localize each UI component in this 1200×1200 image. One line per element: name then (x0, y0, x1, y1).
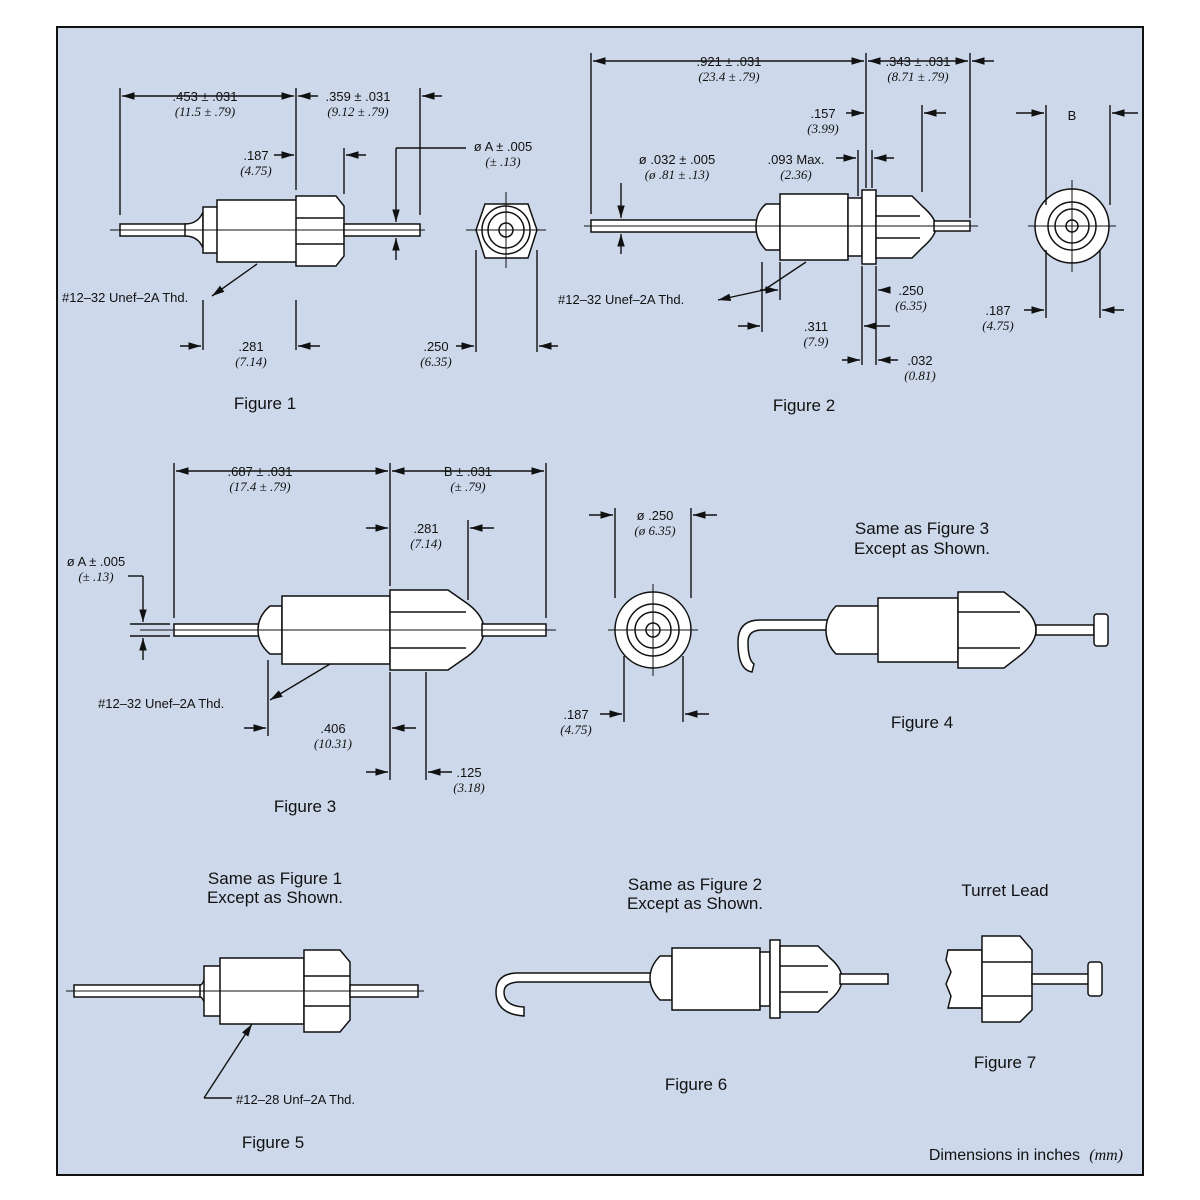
fig2-dim-157-mm: (3.99) (807, 121, 838, 136)
fig3-dim-687: .687 ± .031 (228, 464, 293, 479)
fig2-end-view (1028, 180, 1116, 272)
fig7-threads-stub (945, 949, 983, 1009)
figure-6: Same as Figure 2 Except as Shown. Figure… (495, 875, 889, 1094)
fig3-dim-b-mm: (± .79) (450, 479, 485, 494)
fig2-dim-b: B (1068, 108, 1077, 123)
fig2-dim-187: .187 (985, 303, 1010, 318)
fig4-shoulder (825, 605, 881, 655)
fig7-caption: Figure 7 (974, 1053, 1036, 1072)
fig4-note-line1: Same as Figure 3 (855, 519, 989, 538)
fig2-flange (861, 189, 877, 265)
fig1-threads (216, 199, 298, 263)
fig4-note-line2: Except as Shown. (854, 539, 990, 558)
fig3-dim-a: ø A ± .005 (67, 554, 125, 569)
fig6-shoulder (649, 955, 673, 1001)
fig5-thread-label: #12–28 Unf–2A Thd. (236, 1092, 355, 1107)
fig5-note-line2: Except as Shown. (207, 888, 343, 907)
fig5-note-line1: Same as Figure 1 (208, 869, 342, 888)
fig1-dim-187-mm: (4.75) (240, 163, 271, 178)
fig6-threads (671, 947, 761, 1011)
fig1-dim-187: .187 (243, 148, 268, 163)
fig3-dim-187-mm: (4.75) (560, 722, 591, 737)
fig6-note-line2: Except as Shown. (627, 894, 763, 913)
figure-7: Turret Lead Figure 7 (945, 881, 1103, 1072)
figure-2: .921 ± .031 (23.4 ± .79) .343 ± .031 (8.… (558, 53, 1138, 415)
fig6-caption: Figure 6 (665, 1075, 727, 1094)
fig4-threads (877, 597, 959, 663)
fig3-dim-281: .281 (413, 521, 438, 536)
fig1-end-view (466, 192, 546, 268)
fig7-turret-head (1087, 961, 1103, 997)
fig3-dim-b: B ± .031 (444, 464, 492, 479)
fig2-dim-343-mm: (8.71 ± .79) (887, 69, 948, 84)
fig2-collar (847, 197, 863, 257)
fig6-note-line1: Same as Figure 2 (628, 875, 762, 894)
fig7-title: Turret Lead (961, 881, 1048, 900)
fig3-dim-406: .406 (320, 721, 345, 736)
fig3-dim-687-mm: (17.4 ± .79) (229, 479, 290, 494)
fig2-dim-343: .343 ± .031 (886, 54, 951, 69)
fig3-dim-187: .187 (563, 707, 588, 722)
fig2-threads (779, 193, 849, 261)
fig3-dim-125: .125 (456, 765, 481, 780)
fig2-dim-032dia: ø .032 ± .005 (639, 152, 716, 167)
fig2-dim-311: .311 (804, 319, 828, 334)
fig1-dim-250-mm: (6.35) (420, 354, 451, 369)
figure-3: .687 ± .031 (17.4 ± .79) B ± .031 (± .79… (67, 463, 717, 816)
fig4-turret-head (1093, 613, 1109, 647)
units-note-mm: (mm) (1089, 1147, 1123, 1164)
fig6-hook-lead (495, 972, 661, 1017)
fig1-dim-a-mm: (± .13) (485, 154, 520, 169)
fig1-hex-nut (295, 195, 345, 267)
fig1-dim-359-mm: (9.12 ± .79) (327, 104, 388, 119)
fig6-collar (759, 951, 771, 1007)
fig2-dim-921-mm: (23.4 ± .79) (698, 69, 759, 84)
fig2-dim-032: .032 (907, 353, 932, 368)
fig1-caption: Figure 1 (234, 394, 296, 413)
fig3-end-view (608, 584, 698, 676)
fig3-dim-406-mm: (10.31) (314, 736, 352, 751)
fig1-dim-453: .453 ± .031 (173, 89, 238, 104)
fig1-dim-281-mm: (7.14) (235, 354, 266, 369)
fig3-dim-125-mm: (3.18) (453, 780, 484, 795)
fig3-dim-250dia-mm: (ø 6.35) (634, 523, 675, 538)
fig2-dim-921: .921 ± .031 (697, 54, 762, 69)
fig7-turret-shaft (1031, 973, 1091, 985)
fig4-turret-shaft (1035, 624, 1095, 636)
fig2-dim-157: .157 (810, 106, 835, 121)
fig3-dim-281-mm: (7.14) (410, 536, 441, 551)
fig3-caption: Figure 3 (274, 797, 336, 816)
fig1-dim-a: ø A ± .005 (474, 139, 532, 154)
fig4-caption: Figure 4 (891, 713, 953, 732)
fig5-caption: Figure 5 (242, 1133, 304, 1152)
fig2-dim-032-mm: (0.81) (904, 368, 935, 383)
figure-4: Same as Figure 3 Except as Shown. Figure… (737, 519, 1109, 732)
fig3-thread-label: #12–32 Unef–2A Thd. (98, 696, 224, 711)
figure-5: Same as Figure 1 Except as Shown. #12–28… (66, 869, 424, 1152)
fig2-dim-250: .250 (898, 283, 923, 298)
fig2-thread-label: #12–32 Unef–2A Thd. (558, 292, 684, 307)
figure-1: .453 ± .031 (11.5 ± .79) .359 ± .031 (9.… (62, 88, 558, 413)
fig2-dim-093: .093 Max. (767, 152, 824, 167)
units-note: Dimensions in inches (929, 1147, 1080, 1164)
fig2-caption: Figure 2 (773, 396, 835, 415)
fig6-flange (769, 939, 781, 1019)
fig2-dim-093-mm: (2.36) (780, 167, 811, 182)
fig1-dim-281: .281 (238, 339, 263, 354)
fig2-dim-250-mm: (6.35) (895, 298, 926, 313)
fig1-dim-453-mm: (11.5 ± .79) (175, 104, 235, 119)
fig1-dim-359: .359 ± .031 (326, 89, 391, 104)
fig3-dim-a-mm: (± .13) (78, 569, 113, 584)
fig7-hex-nut (981, 935, 1033, 1023)
fig2-dim-311-mm: (7.9) (804, 334, 829, 349)
fig3-dim-250dia: ø .250 (637, 508, 674, 523)
fig2-shoulder (755, 203, 781, 251)
fig2-dim-187-mm: (4.75) (982, 318, 1013, 333)
fig1-dim-250: .250 (423, 339, 448, 354)
fig6-lead-right (839, 973, 889, 985)
fig1-thread-label: #12–32 Unef–2A Thd. (62, 290, 188, 305)
fig2-dim-032dia-mm: (ø .81 ± .13) (645, 167, 710, 182)
